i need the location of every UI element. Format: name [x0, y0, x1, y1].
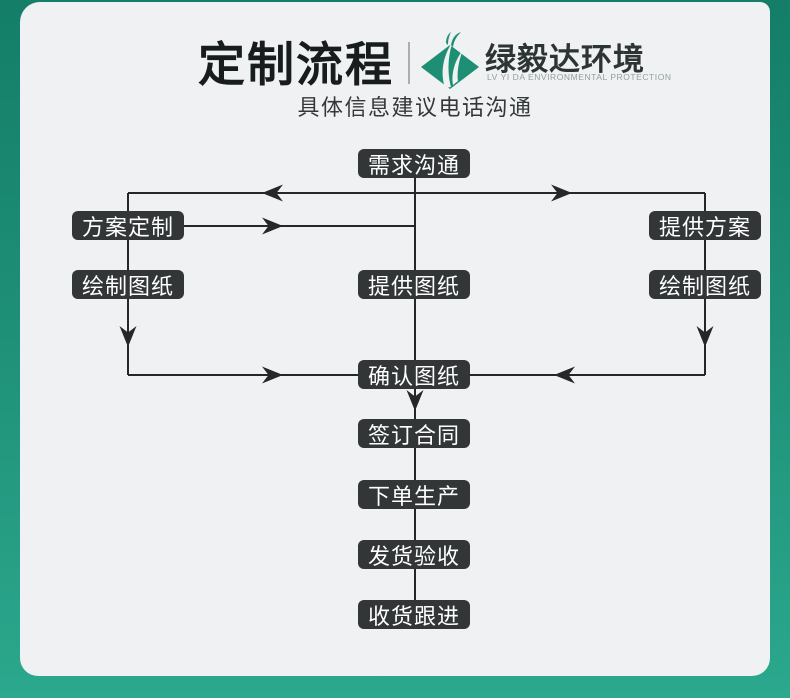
flow-node-plan-custom: 方案定制: [72, 211, 184, 240]
arrow-down-icon: [406, 390, 424, 411]
subtitle: 具体信息建议电话沟通: [297, 95, 533, 120]
arrow-right-icon: [262, 366, 283, 384]
arrow-left-icon: [262, 184, 283, 202]
page-title: 定制流程: [198, 38, 394, 91]
flow-node-order: 下单生产: [358, 480, 470, 509]
flow-node-contract: 签订合同: [358, 419, 470, 448]
flow-node-confirm: 确认图纸: [358, 360, 470, 389]
flow-node-need: 需求沟通: [358, 149, 470, 178]
flow-node-receive: 收货跟进: [358, 600, 470, 629]
arrow-down-icon: [119, 326, 137, 347]
flow-node-drawing-provide: 提供图纸: [358, 270, 470, 299]
flow-node-ship: 发货验收: [358, 540, 470, 569]
brand-tagline: LV YI DA ENVIRONMENTAL PROTECTION: [487, 72, 672, 82]
content-card: 定制流程 绿毅达环境 LV YI DA ENVIRONMENTAL PROTEC…: [20, 2, 770, 676]
arrow-right-icon: [262, 217, 283, 235]
brand-name: 绿毅达环境: [485, 42, 645, 77]
header-divider: [408, 42, 410, 84]
arrow-right-icon: [551, 184, 572, 202]
flow-node-plan-provide: 提供方案: [649, 211, 761, 240]
brand-leaf-icon: [421, 32, 479, 89]
flow-node-draw-left: 绘制图纸: [72, 270, 184, 299]
flow-node-draw-right: 绘制图纸: [649, 270, 761, 299]
flowchart-connectors: [119, 178, 714, 602]
arrow-left-icon: [554, 366, 575, 384]
arrow-down-icon: [696, 326, 714, 347]
